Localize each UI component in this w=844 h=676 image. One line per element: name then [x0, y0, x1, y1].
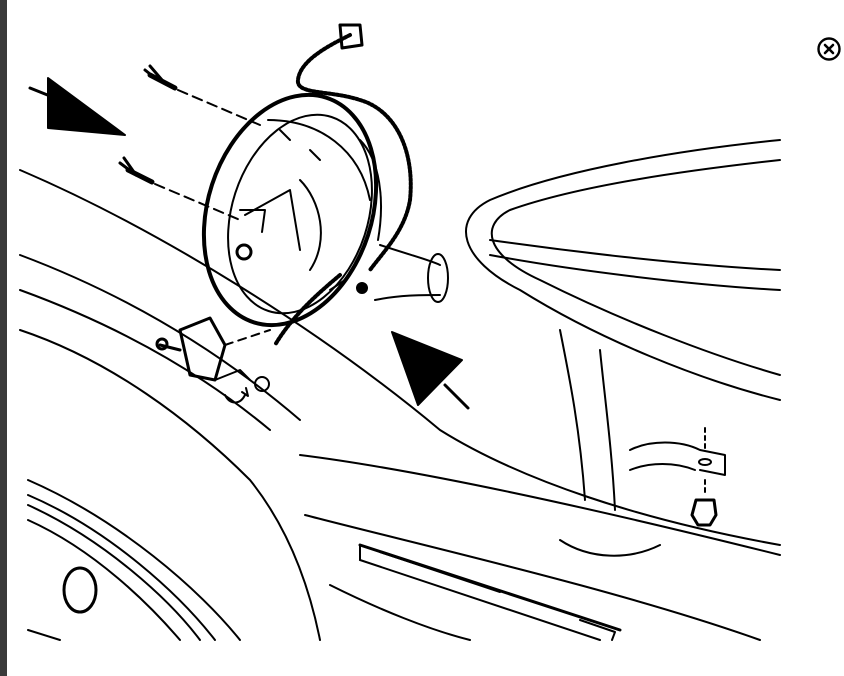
direction-arrows — [28, 77, 470, 410]
wiring-harness — [273, 23, 413, 347]
grille-slot — [358, 543, 622, 641]
headlamp-housing — [201, 92, 449, 328]
hood-outline — [465, 139, 781, 557]
mounting-screws — [118, 64, 261, 221]
viewer-left-edge — [0, 0, 7, 676]
close-button[interactable] — [815, 35, 843, 63]
wheel — [27, 479, 241, 641]
adjuster-clip — [155, 316, 271, 404]
mounting-bracket — [629, 427, 726, 527]
fender-panel — [19, 169, 781, 641]
close-circle-icon — [817, 37, 841, 61]
